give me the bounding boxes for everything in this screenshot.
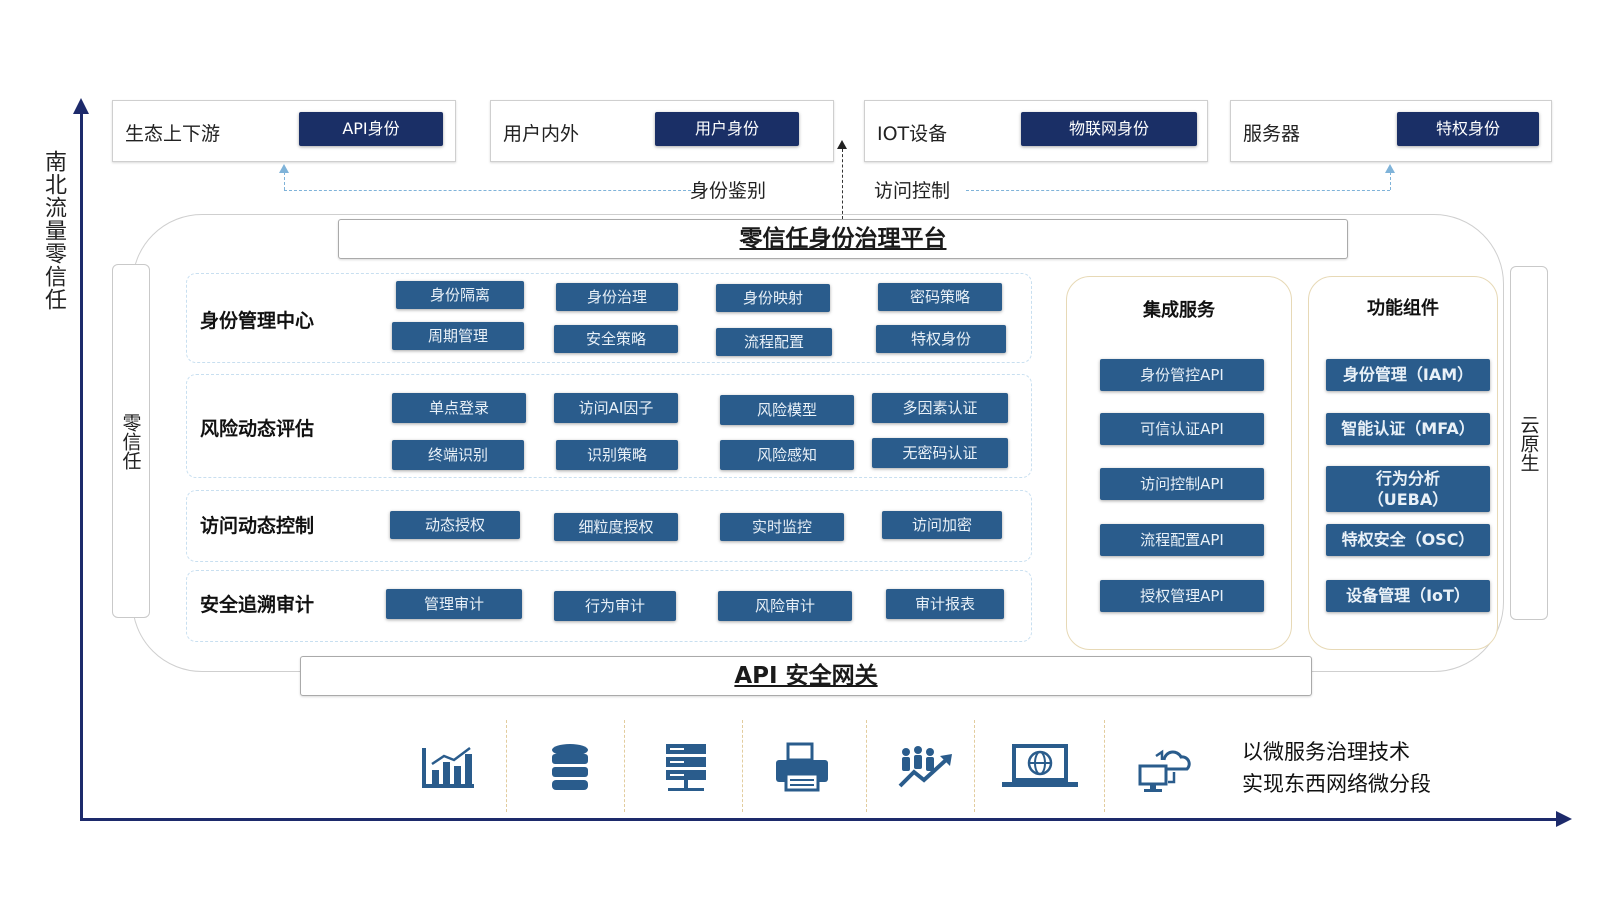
chip: 安全策略 xyxy=(554,325,678,353)
bottom-caption: 以微服务治理技术 实现东西网络微分段 xyxy=(1242,736,1431,800)
chip: 特权身份 xyxy=(876,325,1006,353)
right-flow-line xyxy=(966,190,1390,191)
bar-chart-icon xyxy=(422,747,474,788)
chip: 访问AI因子 xyxy=(554,393,678,423)
top-card-ecosystem: 生态上下游 API身份 xyxy=(112,100,456,162)
top-card-pill: 用户身份 xyxy=(655,112,799,146)
chip: 风险模型 xyxy=(720,395,854,425)
top-card-pill: API身份 xyxy=(299,112,443,146)
top-card-server: 服务器 特权身份 xyxy=(1230,100,1552,162)
left-flow-vertical xyxy=(284,172,285,190)
chip: 细粒度授权 xyxy=(554,513,678,541)
components-title: 功能组件 xyxy=(1367,298,1439,319)
chip: 管理审计 xyxy=(386,589,522,619)
integration-item: 流程配置API xyxy=(1100,524,1264,556)
cloud-monitor-icon xyxy=(1138,749,1191,792)
top-card-iot: IOT设备 物联网身份 xyxy=(864,100,1208,162)
icon-separator xyxy=(1104,720,1105,812)
component-item-line: 行为分析 xyxy=(1375,469,1440,488)
bottom-caption-line: 实现东西网络微分段 xyxy=(1242,772,1431,796)
component-item: 身份管理（IAM） xyxy=(1326,359,1490,391)
horizontal-axis-arrow xyxy=(1556,811,1572,827)
horizontal-axis xyxy=(80,818,1560,821)
chip: 审计报表 xyxy=(886,589,1004,619)
row-identity-center xyxy=(186,273,1032,363)
people-trend-icon xyxy=(898,746,952,788)
left-flow-arrow xyxy=(279,164,289,173)
flow-label-identify: 身份鉴别 xyxy=(690,180,767,202)
chip: 无密码认证 xyxy=(872,438,1008,468)
component-item-line: （UEBA） xyxy=(1367,490,1449,509)
icon-separator xyxy=(506,720,507,812)
chip: 风险审计 xyxy=(718,591,852,621)
component-item: 智能认证（MFA） xyxy=(1326,413,1490,445)
chip: 风险感知 xyxy=(720,440,854,470)
icon-separator xyxy=(624,720,625,812)
chip: 多因素认证 xyxy=(872,393,1008,423)
top-card-pill: 物联网身份 xyxy=(1021,112,1197,146)
server-rack-icon xyxy=(666,744,706,791)
platform-title: 零信任身份治理平台 xyxy=(338,219,1348,259)
icon-separator xyxy=(866,720,867,812)
component-item: 设备管理（IoT） xyxy=(1326,580,1490,612)
integration-item: 身份管控API xyxy=(1100,359,1264,391)
chip: 身份治理 xyxy=(556,283,678,311)
top-card-pill: 特权身份 xyxy=(1397,112,1539,146)
chip: 流程配置 xyxy=(716,328,832,356)
right-flow-arrow xyxy=(1385,164,1395,173)
vertical-axis-arrow xyxy=(73,98,89,114)
chip: 单点登录 xyxy=(392,393,526,423)
chip: 动态授权 xyxy=(390,511,520,539)
top-card-label: IOT设备 xyxy=(877,123,948,145)
bottom-caption-line: 以微服务治理技术 xyxy=(1242,740,1410,764)
row-label: 安全追溯审计 xyxy=(200,594,315,616)
right-flow-vertical xyxy=(1390,172,1391,190)
top-card-label: 服务器 xyxy=(1243,123,1301,145)
integration-item: 访问控制API xyxy=(1100,468,1264,500)
laptop-globe-icon xyxy=(1002,744,1078,787)
top-card-label: 生态上下游 xyxy=(125,123,221,145)
row-audit xyxy=(186,570,1032,642)
chip: 终端识别 xyxy=(392,440,524,470)
integration-item: 可信认证API xyxy=(1100,413,1264,445)
chip: 行为审计 xyxy=(554,591,676,621)
chip: 实时监控 xyxy=(720,513,844,541)
database-icon xyxy=(552,744,588,790)
chip: 识别策略 xyxy=(556,440,678,470)
row-access-control xyxy=(186,490,1032,562)
api-gateway: API 安全网关 xyxy=(300,656,1312,696)
left-flow-line xyxy=(284,190,696,191)
icon-separator xyxy=(974,720,975,812)
top-card-label: 用户内外 xyxy=(503,123,580,145)
side-zero-trust: 零信任 xyxy=(112,264,150,618)
side-cloud-native: 云原生 xyxy=(1510,266,1548,620)
center-flow-line xyxy=(842,149,843,219)
printer-icon xyxy=(776,742,828,792)
row-risk-assessment xyxy=(186,374,1032,478)
top-card-users: 用户内外 用户身份 xyxy=(490,100,834,162)
chip: 密码策略 xyxy=(878,283,1002,311)
integration-item: 授权管理API xyxy=(1100,580,1264,612)
row-label: 风险动态评估 xyxy=(200,418,315,440)
chip: 身份映射 xyxy=(716,284,830,312)
component-item-ueba: 行为分析 （UEBA） xyxy=(1326,466,1490,512)
component-item: 特权安全（OSC） xyxy=(1326,524,1490,556)
center-flow-arrow xyxy=(837,140,847,149)
vertical-axis-label: 南北流量零信任 xyxy=(41,150,66,311)
vertical-axis xyxy=(80,112,83,820)
row-label: 访问动态控制 xyxy=(200,515,315,537)
chip: 周期管理 xyxy=(392,322,524,350)
chip: 访问加密 xyxy=(882,511,1002,539)
chip: 身份隔离 xyxy=(396,281,524,309)
flow-label-access: 访问控制 xyxy=(874,180,951,202)
row-label: 身份管理中心 xyxy=(200,310,315,332)
icon-separator xyxy=(742,720,743,812)
integration-services-title: 集成服务 xyxy=(1143,300,1215,321)
